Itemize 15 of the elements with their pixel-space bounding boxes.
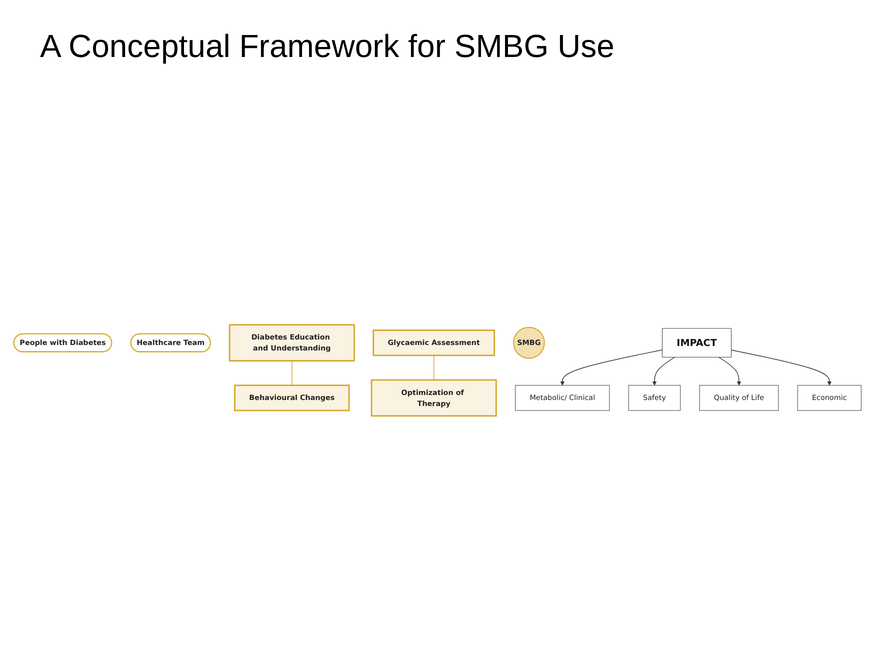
node-box (628, 384, 681, 410)
arrow (652, 356, 676, 386)
node-circle (513, 326, 545, 358)
node-box (797, 384, 862, 410)
arrow (730, 349, 832, 386)
node-box (515, 384, 610, 410)
node-box (372, 329, 496, 356)
node-box (234, 384, 350, 411)
node-box (662, 328, 732, 358)
node-box (699, 384, 779, 410)
node-box (370, 378, 497, 416)
node-box (228, 324, 355, 362)
arrow (560, 349, 663, 386)
diagram-title: A Conceptual Framework for SMBG Use (40, 28, 614, 65)
arrow (718, 356, 742, 386)
